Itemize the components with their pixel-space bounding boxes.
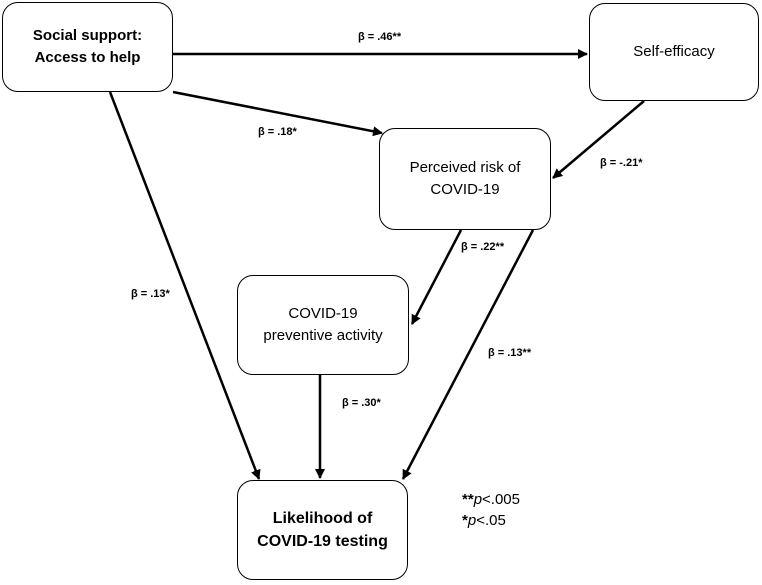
node-social-support: Social support: Access to help — [2, 2, 173, 92]
coef-risk-to-testing: β = .13** — [488, 347, 532, 359]
node-testing-line2: COVID-19 testing — [257, 533, 388, 550]
node-social-support-line1: Social support: — [32, 27, 143, 45]
note-p005-p: p — [473, 491, 483, 508]
note-p005: **p<.005 — [462, 489, 520, 510]
node-testing-line1: Likelihood of — [272, 509, 373, 527]
coef-self-to-risk: β = -.21* — [600, 157, 643, 169]
node-preventive-activity-line1: COVID-19 — [288, 305, 358, 323]
node-perceived-risk-line1: Perceived risk of — [409, 159, 521, 177]
arrow-self-to-risk — [552, 100, 645, 179]
note-p05-value: <.05 — [476, 512, 506, 529]
arrow-risk-to-prev — [410, 229, 463, 325]
significance-notes: **p<.005 *p<.05 — [462, 489, 520, 531]
note-p05-p: p — [467, 512, 477, 529]
arrow-social-to-testing — [108, 91, 261, 480]
node-social-support-line2: Access to help — [34, 49, 141, 66]
arrow-social-to-risk — [172, 90, 383, 137]
coef-risk-to-prev: β = .22** — [461, 241, 505, 253]
node-self-efficacy: Self-efficacy — [589, 3, 759, 101]
coef-social-to-risk: β = .18* — [258, 126, 297, 138]
note-p005-value: <.005 — [482, 491, 520, 508]
note-p05-stars: * — [462, 512, 468, 529]
coef-social-to-testing: β = .13* — [131, 288, 170, 300]
node-preventive-activity: COVID-19 preventive activity — [237, 275, 409, 375]
note-p05: *p<.05 — [462, 510, 520, 531]
node-perceived-risk: Perceived risk of COVID-19 — [379, 128, 551, 230]
node-perceived-risk-line2: COVID-19 — [430, 181, 500, 198]
arrow-risk-to-testing — [401, 229, 535, 480]
node-testing-likelihood: Likelihood of COVID-19 testing — [237, 480, 408, 580]
coef-prev-to-testing: β = .30* — [342, 397, 381, 409]
coef-social-to-self: β = .46** — [358, 31, 402, 43]
node-self-efficacy-line1: Self-efficacy — [633, 43, 715, 61]
note-p005-stars: ** — [462, 491, 474, 508]
node-preventive-activity-line2: preventive activity — [263, 327, 383, 344]
